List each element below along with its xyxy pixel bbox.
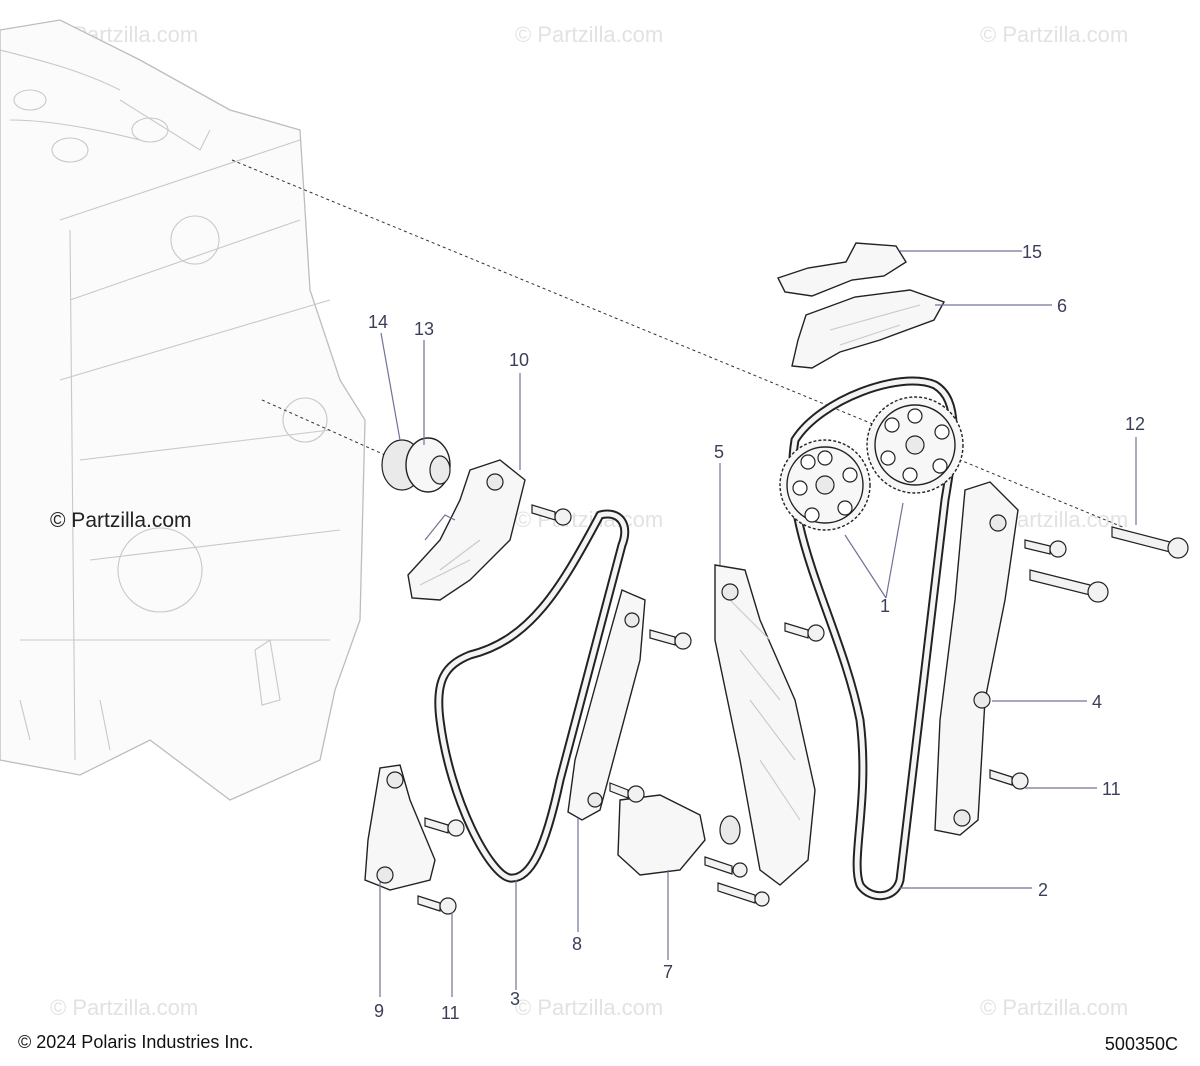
callout-11: 11: [1102, 779, 1121, 799]
watermark: © Partzilla.com: [50, 995, 198, 1020]
watermark: © Partzilla.com: [515, 995, 663, 1020]
callout-12: 12: [1125, 414, 1145, 434]
upper-guide-cover: [777, 242, 907, 297]
watermark: © Partzilla.com: [515, 22, 663, 47]
callout-numbers: 1 2 3 4 5 6 7 8 9 10 11 11 12 13 14 15: [368, 242, 1145, 1023]
watermark-main: © Partzilla.com: [50, 509, 192, 532]
leader-lines: [379, 250, 1137, 997]
copyright-notice: © 2024 Polaris Industries Inc.: [18, 1032, 254, 1052]
callout-6: 6: [1057, 296, 1067, 316]
watermark: © Partzilla.com: [980, 995, 1128, 1020]
engine-block: [0, 19, 366, 801]
callout-8: 8: [572, 934, 582, 954]
watermark: © Partzilla.com: [980, 22, 1128, 47]
diagram-number: 500350C: [1104, 1034, 1178, 1054]
guide-bracket: [364, 764, 436, 891]
tensioner-guide: [407, 459, 526, 601]
callout-9: 9: [374, 1001, 384, 1021]
callout-7: 7: [663, 962, 673, 982]
balance-chain-guide: [567, 589, 646, 821]
upper-chain-guide: [791, 289, 946, 369]
callout-5: 5: [714, 442, 724, 462]
callout-2: 2: [1038, 880, 1048, 900]
callout-10: 10: [509, 350, 529, 370]
callout-13: 13: [414, 319, 434, 339]
callout-15: 15: [1022, 242, 1042, 262]
chain-tensioner: [617, 794, 706, 876]
crank-sprocket: [381, 437, 451, 493]
cam-sprockets: [779, 396, 964, 531]
bolts: [417, 504, 1189, 915]
axis-line: [231, 159, 1126, 529]
callout-4: 4: [1092, 692, 1102, 712]
callout-3: 3: [510, 989, 520, 1009]
fixed-chain-guide: [934, 481, 1019, 836]
callout-14: 14: [368, 312, 388, 332]
axis-line: [261, 399, 386, 456]
callout-1: 1: [880, 596, 890, 616]
callout-11: 11: [441, 1003, 460, 1023]
